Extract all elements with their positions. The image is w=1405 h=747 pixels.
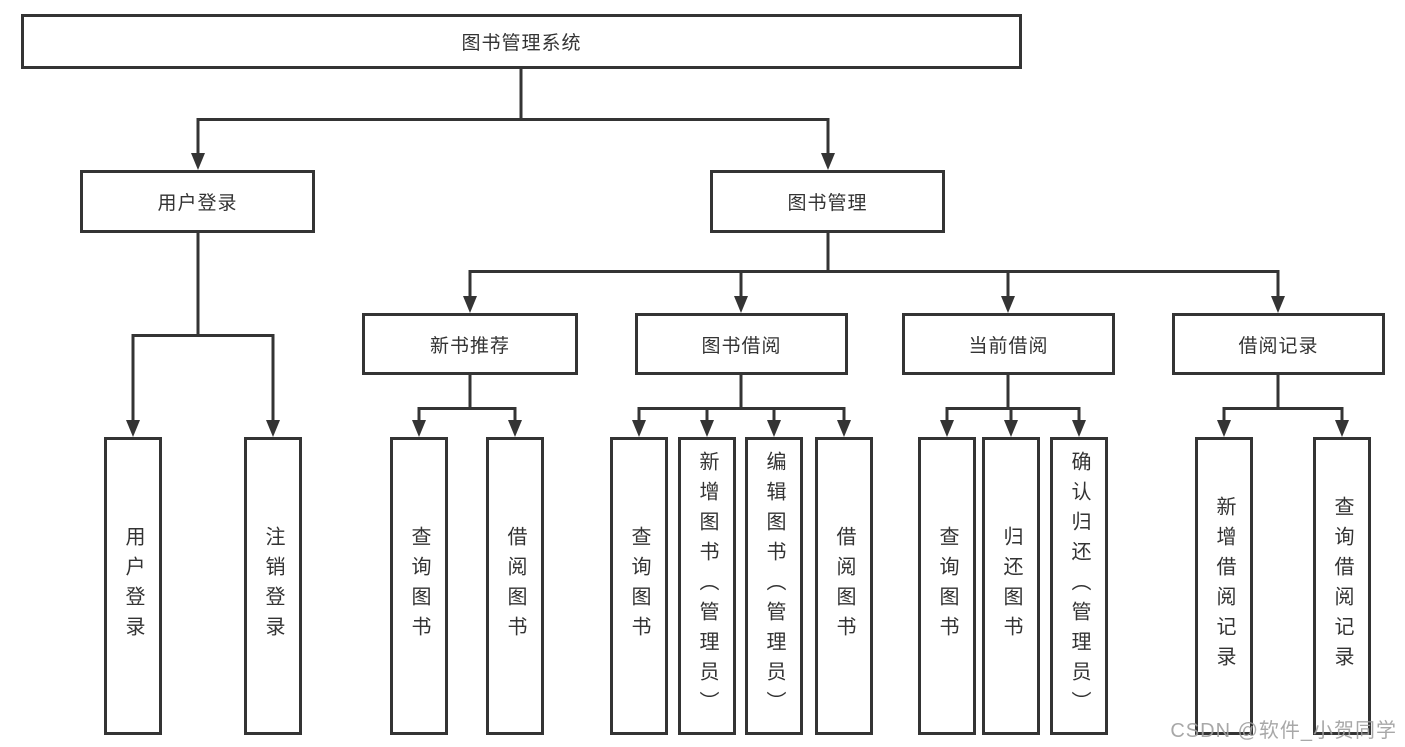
leaf-edit-books-admin-label: 编辑图书（管理员） <box>763 451 785 721</box>
node-book-borrow-label: 图书借阅 <box>701 335 782 357</box>
leaf-user-login: 用户登录 <box>104 437 162 735</box>
node-book-management-label: 图书管理 <box>787 193 868 214</box>
node-borrow-records-label: 借阅记录 <box>1238 335 1319 357</box>
node-borrow-records: 借阅记录 <box>1172 313 1385 375</box>
node-root-label: 图书管理系统 <box>461 33 582 54</box>
leaf-query-books-recommend-label: 查询图书 <box>408 526 430 646</box>
leaf-query-books-current-label: 查询图书 <box>936 526 958 646</box>
leaf-borrow-books-borrow: 借阅图书 <box>815 437 873 735</box>
leaf-edit-books-admin: 编辑图书（管理员） <box>745 437 803 735</box>
node-new-book-recommend: 新书推荐 <box>362 313 578 375</box>
node-root: 图书管理系统 <box>21 14 1022 69</box>
leaf-user-login-label: 用户登录 <box>122 526 144 646</box>
leaf-query-books-recommend: 查询图书 <box>390 437 448 735</box>
leaf-borrow-books-borrow-label: 借阅图书 <box>833 526 855 646</box>
csdn-watermark: CSDN @软件_小贺同学 <box>1170 720 1397 742</box>
leaf-return-books-label: 归还图书 <box>1000 526 1022 646</box>
leaf-add-borrow-record: 新增借阅记录 <box>1195 437 1253 735</box>
leaf-query-borrow-record: 查询借阅记录 <box>1313 437 1371 735</box>
node-user-login-label: 用户登录 <box>157 193 238 214</box>
leaf-logout-label: 注销登录 <box>262 526 284 646</box>
leaf-add-books-admin: 新增图书（管理员） <box>678 437 736 735</box>
leaf-borrow-books-recommend: 借阅图书 <box>486 437 544 735</box>
leaf-query-borrow-record-label: 查询借阅记录 <box>1331 496 1353 676</box>
leaf-add-books-admin-label: 新增图书（管理员） <box>696 451 718 721</box>
leaf-query-books-current: 查询图书 <box>918 437 976 735</box>
leaf-confirm-return-admin: 确认归还（管理员） <box>1050 437 1108 735</box>
node-new-book-recommend-label: 新书推荐 <box>429 335 510 357</box>
leaf-borrow-books-recommend-label: 借阅图书 <box>504 526 526 646</box>
leaf-query-books-borrow: 查询图书 <box>610 437 668 735</box>
leaf-logout: 注销登录 <box>244 437 302 735</box>
node-book-management: 图书管理 <box>710 170 945 233</box>
node-current-borrow: 当前借阅 <box>902 313 1115 375</box>
leaf-query-books-borrow-label: 查询图书 <box>628 526 650 646</box>
node-user-login: 用户登录 <box>80 170 315 233</box>
node-current-borrow-label: 当前借阅 <box>968 335 1049 357</box>
leaf-return-books: 归还图书 <box>982 437 1040 735</box>
node-book-borrow: 图书借阅 <box>635 313 848 375</box>
leaf-confirm-return-admin-label: 确认归还（管理员） <box>1068 451 1090 721</box>
leaf-add-borrow-record-label: 新增借阅记录 <box>1213 496 1235 676</box>
